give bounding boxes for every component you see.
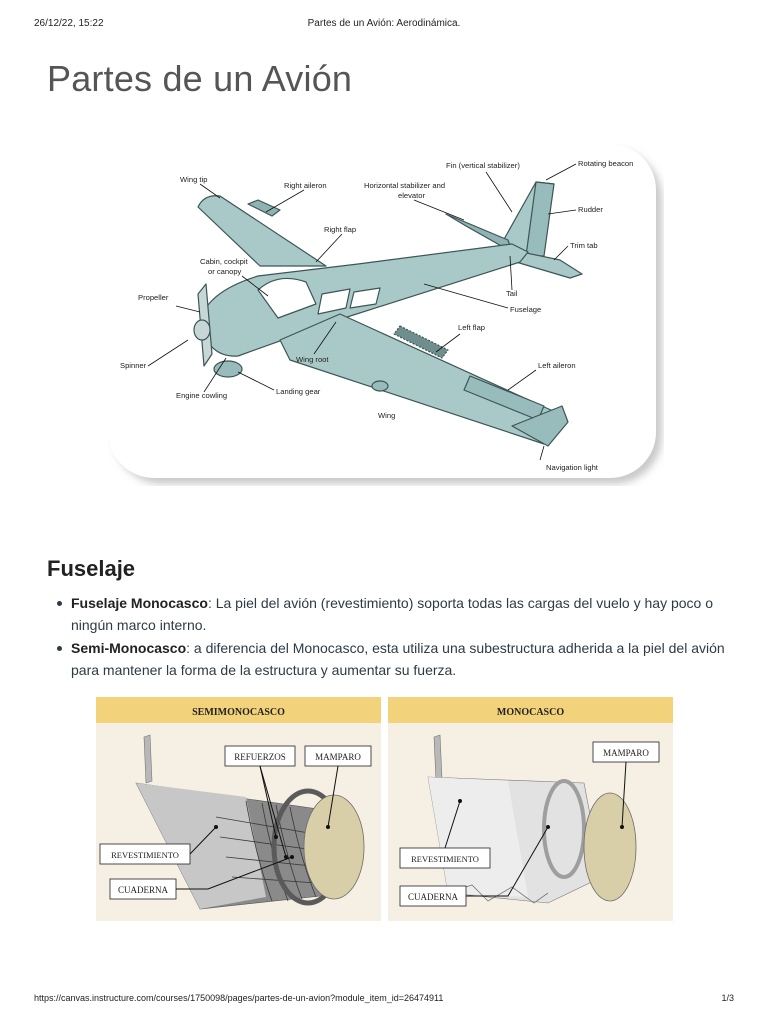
label-tail: Tail	[506, 289, 518, 298]
label-wing: Wing	[378, 411, 395, 420]
label-refuerzos: REFUERZOS	[234, 752, 286, 762]
semimonocasco-image: SEMIMONOCASCO REFUERZOS MAMPARO REVESTIM…	[96, 697, 381, 921]
label-right-aileron: Right aileron	[284, 181, 327, 190]
label-rudder: Rudder	[578, 205, 603, 214]
label-horizontal-stabilizer-2: elevator	[398, 191, 425, 200]
label-leader-lines	[147, 163, 577, 461]
label-right-flap: Right flap	[324, 225, 356, 234]
label-spinner: Spinner	[120, 361, 147, 370]
label-fuselage: Fuselage	[510, 305, 541, 314]
airplane-parts-diagram: Wing tip Right aileron Fin (vertical sta…	[108, 144, 664, 486]
label-navigation-light: Navigation light	[546, 463, 599, 472]
airplane-illustration	[193, 181, 583, 447]
label-horizontal-stabilizer-1: Horizontal stabilizer and	[364, 181, 445, 190]
page-title: Partes de un Avión	[47, 58, 353, 99]
print-title: Partes de un Avión: Aerodinámica.	[307, 18, 461, 29]
label-fin: Fin (vertical stabilizer)	[446, 161, 520, 170]
label-cuaderna-semi: CUADERNA	[118, 885, 169, 895]
monocasco-title: MONOCASCO	[497, 707, 564, 718]
section-heading: Fuselaje	[47, 556, 136, 581]
label-left-flap: Left flap	[458, 323, 485, 332]
monocasco-image: MONOCASCO MAMPARO REVESTIMIENTO CUADERNA	[388, 697, 673, 921]
list-item: Semi-Monocasco: a diferencia del Monocas…	[56, 637, 726, 681]
label-trim-tab: Trim tab	[570, 241, 598, 250]
label-revestimiento-semi: REVESTIMIENTO	[111, 850, 179, 860]
label-landing-gear: Landing gear	[276, 387, 321, 396]
bullet-dot	[57, 646, 62, 651]
label-propeller: Propeller	[138, 293, 169, 302]
label-engine-cowling: Engine cowling	[176, 391, 227, 400]
label-cuaderna-mono: CUADERNA	[408, 892, 459, 902]
bullet-text: : a diferencia del Monocasco, esta utili…	[71, 640, 725, 678]
page-number: 1/3	[721, 993, 734, 1003]
print-datetime: 26/12/22, 15:22	[34, 18, 104, 29]
bullet-term: Semi-Monocasco	[71, 640, 187, 656]
fuselage-bullet-list: Fuselaje Monocasco: La piel del avión (r…	[56, 592, 726, 682]
diagram-labels: Wing tip Right aileron Fin (vertical sta…	[120, 159, 633, 472]
bullet-text: : La piel del avión (revestimiento) sopo…	[71, 595, 713, 633]
label-mamparo-semi: MAMPARO	[315, 752, 361, 762]
label-cabin-2: or canopy	[208, 267, 242, 276]
label-mamparo-mono: MAMPARO	[603, 748, 649, 758]
bullet-term: Fuselaje Monocasco	[71, 595, 208, 611]
label-revestimiento-mono: REVESTIMIENTO	[411, 854, 479, 864]
bullet-dot	[57, 601, 62, 606]
label-wing-root: Wing root	[296, 355, 329, 364]
print-header: 26/12/22, 15:22 Partes de un Avión: Aero…	[0, 18, 768, 32]
label-wing-tip: Wing tip	[180, 175, 207, 184]
label-rotating-beacon: Rotating beacon	[578, 159, 633, 168]
semimonocasco-title: SEMIMONOCASCO	[192, 707, 285, 718]
print-url: https://canvas.instructure.com/courses/1…	[34, 993, 444, 1003]
label-left-aileron: Left aileron	[538, 361, 576, 370]
label-cabin-1: Cabin, cockpit	[200, 257, 249, 266]
list-item: Fuselaje Monocasco: La piel del avión (r…	[56, 592, 726, 636]
